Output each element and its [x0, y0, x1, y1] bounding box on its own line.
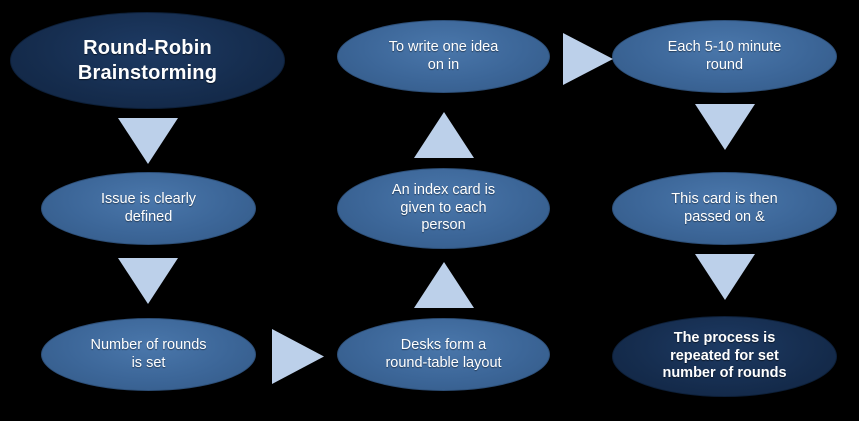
node-writeidea[interactable]: To write one idea on in: [337, 20, 550, 93]
arrow-rounds-to-desks: [272, 329, 324, 384]
arrow-desks-to-indexcard: [414, 262, 474, 308]
node-rounds[interactable]: Number of rounds is set: [41, 318, 256, 391]
node-repeated[interactable]: The process is repeated for set number o…: [612, 316, 837, 397]
arrow-round-to-passedon: [695, 104, 755, 150]
arrow-writeidea-to-round: [563, 33, 613, 85]
node-passedon[interactable]: This card is then passed on &: [612, 172, 837, 245]
arrow-indexcard-to-writeidea: [414, 112, 474, 158]
node-issue[interactable]: Issue is clearly defined: [41, 172, 256, 245]
arrow-title-to-issue: [118, 118, 178, 164]
node-indexcard[interactable]: An index card is given to each person: [337, 168, 550, 249]
node-minuteround[interactable]: Each 5-10 minute round: [612, 20, 837, 93]
arrow-issue-to-rounds: [118, 258, 178, 304]
node-title[interactable]: Round-Robin Brainstorming: [10, 12, 285, 109]
arrow-passedon-to-repeated: [695, 254, 755, 300]
node-desks[interactable]: Desks form a round-table layout: [337, 318, 550, 391]
